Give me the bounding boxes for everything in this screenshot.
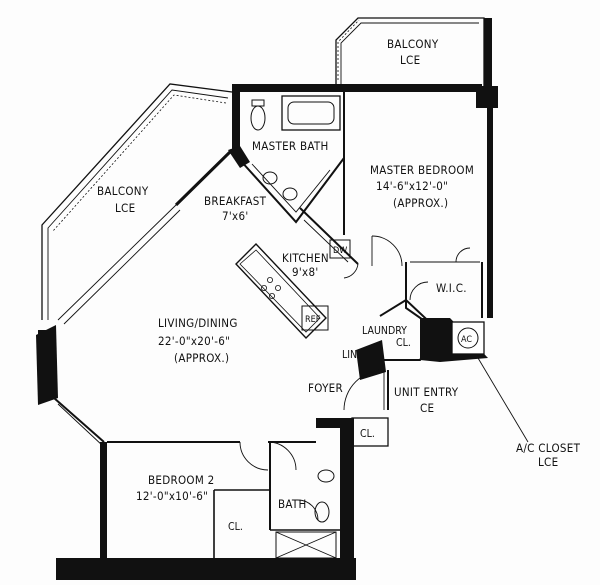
bath-label: BATH bbox=[278, 497, 307, 511]
entry-closet-label: CL. bbox=[360, 428, 375, 440]
living-label: LIVING/DINING bbox=[158, 316, 238, 330]
balcony-top-sub: LCE bbox=[400, 53, 420, 67]
balcony-left-outline bbox=[41, 83, 233, 320]
dishwasher-label: DW bbox=[333, 246, 347, 256]
bedroom2-closet-label: CL. bbox=[228, 521, 243, 533]
fixtures bbox=[235, 95, 529, 523]
bedroom2-dims: 12'-0"x10'-6" bbox=[136, 489, 208, 503]
linen-label: LIN. bbox=[342, 349, 360, 361]
fixture-labels: DW REF AC bbox=[305, 246, 472, 345]
interior-walls bbox=[107, 92, 488, 559]
breakfast-dims: 7'x6' bbox=[222, 209, 248, 223]
ac-closet-callout: A/C CLOSET bbox=[516, 441, 581, 455]
refrigerator-label: REF bbox=[305, 315, 321, 325]
exterior-walls bbox=[36, 18, 498, 580]
laundry-closet-label: CL. bbox=[396, 337, 411, 349]
unit-entry-sub: CE bbox=[420, 401, 434, 415]
master-bedroom-label: MASTER BEDROOM bbox=[370, 163, 474, 177]
unit-entry-label: UNIT ENTRY bbox=[394, 385, 459, 399]
kitchen-label: KITCHEN bbox=[282, 251, 329, 265]
balcony-left-sub: LCE bbox=[115, 201, 135, 215]
master-bath-label: MASTER BATH bbox=[252, 139, 329, 153]
room-labels: BALCONY LCE BALCONY LCE MASTER BATH MAST… bbox=[97, 37, 474, 533]
master-bedroom-note: (APPROX.) bbox=[393, 196, 448, 210]
bedroom2-label: BEDROOM 2 bbox=[148, 473, 215, 487]
foyer-label: FOYER bbox=[308, 381, 343, 395]
laundry-label: LAUNDRY bbox=[362, 325, 407, 337]
ac-closet-callout-sub: LCE bbox=[538, 455, 558, 469]
kitchen-dims: 9'x8' bbox=[292, 265, 318, 279]
living-note: (APPROX.) bbox=[174, 351, 229, 365]
callout-labels: A/C CLOSET LCE bbox=[516, 441, 581, 469]
master-bedroom-dims: 14'-6"x12'-0" bbox=[376, 179, 448, 193]
door-swings bbox=[239, 235, 471, 521]
ac-unit-label: AC bbox=[461, 335, 472, 345]
breakfast-label: BREAKFAST bbox=[204, 194, 267, 208]
balcony-left-label: BALCONY bbox=[97, 184, 149, 198]
wic-label: W.I.C. bbox=[436, 281, 467, 295]
balcony-top-label: BALCONY bbox=[387, 37, 439, 51]
living-dims: 22'-0"x20'-6" bbox=[158, 334, 230, 348]
